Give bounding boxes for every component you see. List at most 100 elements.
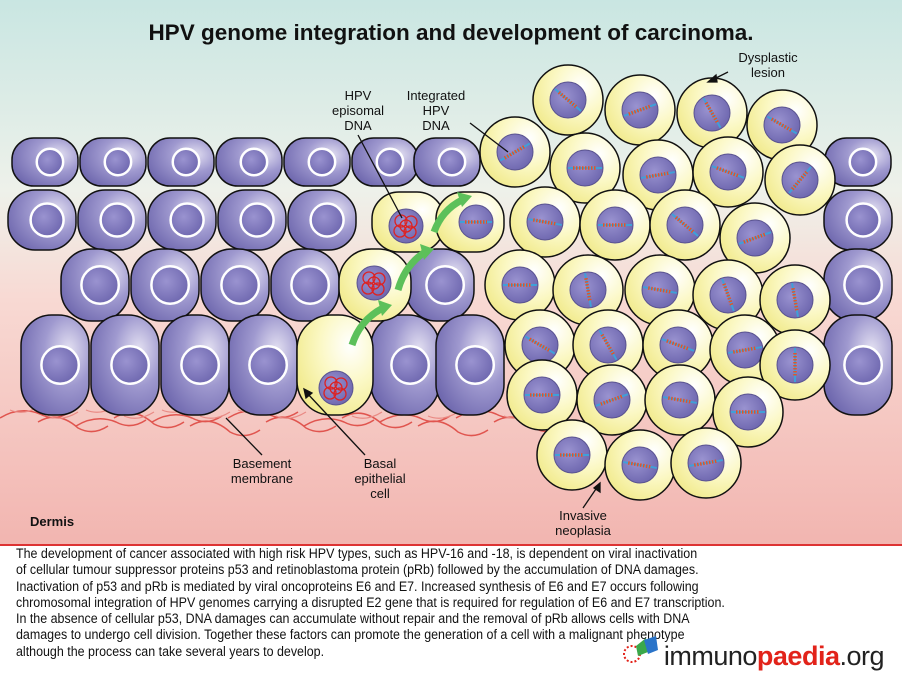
dysplastic-cell — [479, 116, 551, 188]
caption-line: Inactivation of p53 and pRb is mediated … — [16, 578, 699, 594]
nucleus — [35, 147, 65, 177]
integrated-dna-icon — [623, 461, 657, 469]
nucleus — [307, 147, 337, 177]
nucleus — [169, 202, 205, 238]
svg-text:Basement: Basement — [233, 456, 292, 471]
label-hpv-episomal-dna: HPV episomal DNA — [332, 88, 384, 133]
integrated-dna-icon — [554, 88, 582, 112]
nucleus — [220, 265, 261, 305]
caption-line: The development of cancer associated wit… — [16, 546, 698, 561]
integrated-dna-icon — [595, 393, 629, 407]
integrated-dna-icon — [689, 459, 723, 467]
integrated-dna-icon — [598, 329, 618, 361]
dysplastic-cell — [712, 376, 784, 448]
integrated-dna-icon — [663, 396, 697, 404]
normal-epithelial-cell — [405, 248, 475, 322]
nucleus — [239, 147, 269, 177]
normal-epithelial-cell — [215, 137, 283, 187]
integrated-dna-icon — [766, 115, 798, 135]
dysplastic-cell — [746, 89, 818, 161]
integrated-dna-icon — [728, 346, 762, 354]
dysplastic-cell — [549, 132, 621, 204]
caption-line: although the process can take several ye… — [16, 643, 325, 659]
integrated-dna-icon — [721, 278, 735, 312]
normal-epithelial-cell — [11, 137, 79, 187]
label-invasive-neoplasia: Invasive neoplasia — [555, 508, 611, 538]
dysplastic-cell — [484, 249, 556, 321]
nucleus — [171, 147, 201, 177]
integrated-dna-icon — [738, 231, 772, 245]
integrated-dna-icon — [788, 166, 812, 194]
dysplastic-cell — [649, 189, 721, 261]
dysplastic-cell — [692, 136, 764, 208]
dysplastic-cell — [759, 264, 831, 336]
dysplastic-cell — [579, 189, 651, 261]
integrated-dna-icon — [702, 97, 722, 129]
hpv-infected-cell-episomal — [371, 191, 445, 253]
caption-line: damages to undergo cell division. Togeth… — [16, 627, 685, 643]
normal-epithelial-cell — [79, 137, 147, 187]
integrated-dna-icon — [641, 171, 675, 179]
dysplastic-cell — [506, 359, 578, 431]
integrated-dna-icon — [584, 273, 592, 307]
nucleus — [150, 265, 191, 305]
episomal-dna-icon — [323, 376, 348, 401]
svg-text:Invasive: Invasive — [559, 508, 607, 523]
integrated-dna-icon — [791, 283, 799, 317]
nucleus — [99, 202, 135, 238]
nucleus — [110, 345, 151, 385]
svg-text:DNA: DNA — [422, 118, 450, 133]
progression-arrows — [348, 192, 472, 347]
dysplastic-cell — [759, 329, 831, 401]
normal-epithelial-cell — [60, 248, 130, 322]
normal-epithelial-cell — [200, 248, 270, 322]
nucleus — [80, 265, 121, 305]
normal-epithelial-cell — [7, 189, 77, 251]
dysplastic-cell — [604, 74, 676, 146]
dysplastic-cell — [642, 309, 714, 381]
svg-text:HPV: HPV — [345, 88, 372, 103]
dysplastic-cell — [509, 186, 581, 258]
integrated-dna-icon — [528, 218, 562, 226]
svg-text:DNA: DNA — [344, 118, 372, 133]
normal-epithelial-cell — [20, 314, 90, 416]
integrated-dna-icon — [499, 142, 531, 162]
normal-epithelial-cell — [435, 314, 505, 416]
normal-epithelial-cell — [824, 137, 892, 187]
caption-line: of cellular tumour suppressor proteins p… — [16, 562, 699, 578]
caption-line: In the absence of cellular p53, DNA dama… — [16, 611, 690, 627]
integrated-dna-icon — [623, 103, 657, 117]
nucleus — [437, 147, 467, 177]
immunopaedia-logo-icon — [623, 636, 658, 663]
nucleus — [390, 345, 431, 385]
hpv-infected-cell-episomal — [338, 248, 412, 322]
nucleus — [848, 147, 878, 177]
normal-epithelial-cell — [217, 189, 287, 251]
dysplastic-cell — [764, 144, 836, 216]
dysplastic-cell — [576, 364, 648, 436]
svg-text:epithelial: epithelial — [354, 471, 405, 486]
integrated-dna-icon — [711, 165, 745, 179]
normal-epithelial-cell — [413, 137, 481, 187]
nucleus — [425, 265, 466, 305]
nucleus — [845, 202, 881, 238]
dysplastic-cell — [644, 364, 716, 436]
nucleus — [843, 345, 884, 385]
nucleus — [29, 202, 65, 238]
svg-text:Dysplastic: Dysplastic — [738, 50, 798, 65]
label-integrated-hpv-dna: Integrated HPV DNA — [407, 88, 466, 133]
label-basal-epithelial-cell: Basal epithelial cell — [354, 456, 405, 501]
nucleus — [248, 345, 289, 385]
dysplastic-cell — [692, 259, 764, 331]
diagram-title: HPV genome integration and development o… — [148, 20, 753, 45]
normal-epithelial-cell — [823, 248, 893, 322]
dysplastic-cell — [676, 77, 748, 149]
pointer-lines — [225, 71, 729, 509]
integrated-dna-icon — [524, 335, 556, 355]
dysplastic-cell — [536, 419, 608, 491]
dysplastic-cell — [670, 427, 742, 499]
nucleus — [239, 202, 275, 238]
nucleus — [375, 147, 405, 177]
dysplastic-cell — [552, 254, 624, 326]
episomal-dna-icon — [361, 271, 386, 296]
